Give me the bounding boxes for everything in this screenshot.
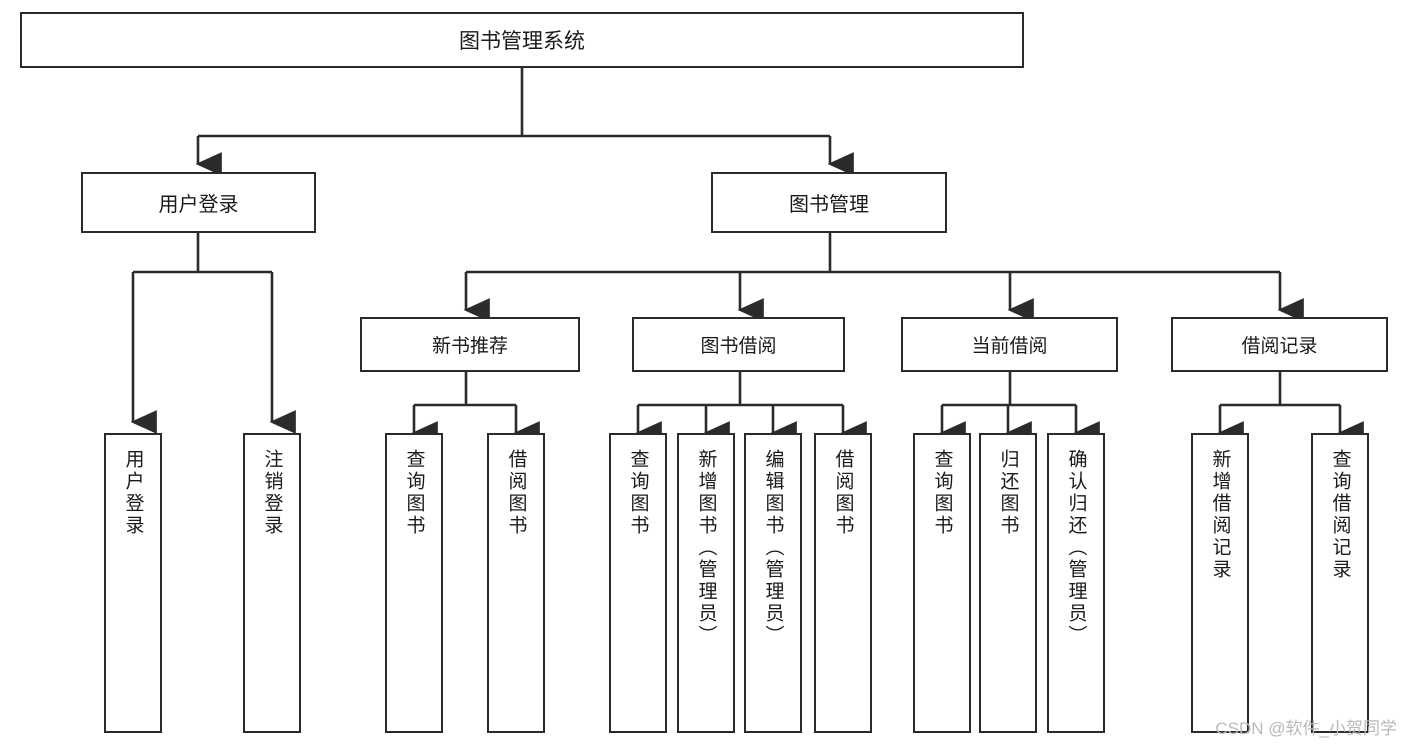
node-book-management[interactable]: 图书管理 — [711, 172, 947, 233]
node-book-borrow[interactable]: 图书借阅 — [632, 317, 845, 372]
leaf-current-query-book[interactable]: 查询图书 — [913, 433, 971, 733]
node-label: 确认归还（管理员） — [1065, 449, 1087, 647]
node-label: 查询图书 — [931, 449, 953, 537]
node-label: 编辑图书（管理员） — [762, 449, 784, 647]
leaf-records-add-record[interactable]: 新增借阅记录 — [1191, 433, 1249, 733]
node-label: 注销登录 — [261, 449, 283, 537]
node-label: 新书推荐 — [431, 336, 508, 357]
node-label: 图书管理系统 — [459, 30, 585, 53]
node-label: 用户登录 — [158, 194, 239, 216]
node-new-book-recommend[interactable]: 新书推荐 — [360, 317, 580, 372]
watermark-credit: CSDN @软件_小贺同学 — [1215, 719, 1397, 738]
leaf-current-confirm-return-admin[interactable]: 确认归还（管理员） — [1047, 433, 1105, 733]
node-label: 新增图书（管理员） — [695, 449, 717, 647]
node-label: 归还图书 — [997, 449, 1019, 537]
node-label: 查询借阅记录 — [1329, 449, 1351, 581]
leaf-borrow-query-book[interactable]: 查询图书 — [609, 433, 667, 733]
node-label: 查询图书 — [627, 449, 649, 537]
leaf-user-login-login[interactable]: 用户登录 — [104, 433, 162, 733]
leaf-current-return-book[interactable]: 归还图书 — [979, 433, 1037, 733]
leaf-borrow-edit-book-admin[interactable]: 编辑图书（管理员） — [744, 433, 802, 733]
node-label: 借阅图书 — [832, 449, 854, 537]
leaf-user-login-logout[interactable]: 注销登录 — [243, 433, 301, 733]
node-label: 借阅图书 — [505, 449, 527, 537]
leaf-records-query-record[interactable]: 查询借阅记录 — [1311, 433, 1369, 733]
node-label: 图书管理 — [789, 194, 869, 216]
leaf-recommend-borrow-book[interactable]: 借阅图书 — [487, 433, 545, 733]
node-user-login[interactable]: 用户登录 — [81, 172, 316, 233]
node-label: 当前借阅 — [971, 336, 1048, 357]
node-current-borrow[interactable]: 当前借阅 — [901, 317, 1118, 372]
leaf-borrow-borrow-book[interactable]: 借阅图书 — [814, 433, 872, 733]
leaf-recommend-query-book[interactable]: 查询图书 — [385, 433, 443, 733]
node-root-system[interactable]: 图书管理系统 — [20, 12, 1024, 68]
node-borrow-records[interactable]: 借阅记录 — [1171, 317, 1388, 372]
node-label: 借阅记录 — [1241, 336, 1318, 357]
leaf-borrow-add-book-admin[interactable]: 新增图书（管理员） — [677, 433, 735, 733]
node-label: 图书借阅 — [700, 336, 777, 357]
node-label: 用户登录 — [122, 449, 144, 537]
node-label: 新增借阅记录 — [1209, 449, 1231, 581]
node-label: 查询图书 — [403, 449, 425, 537]
